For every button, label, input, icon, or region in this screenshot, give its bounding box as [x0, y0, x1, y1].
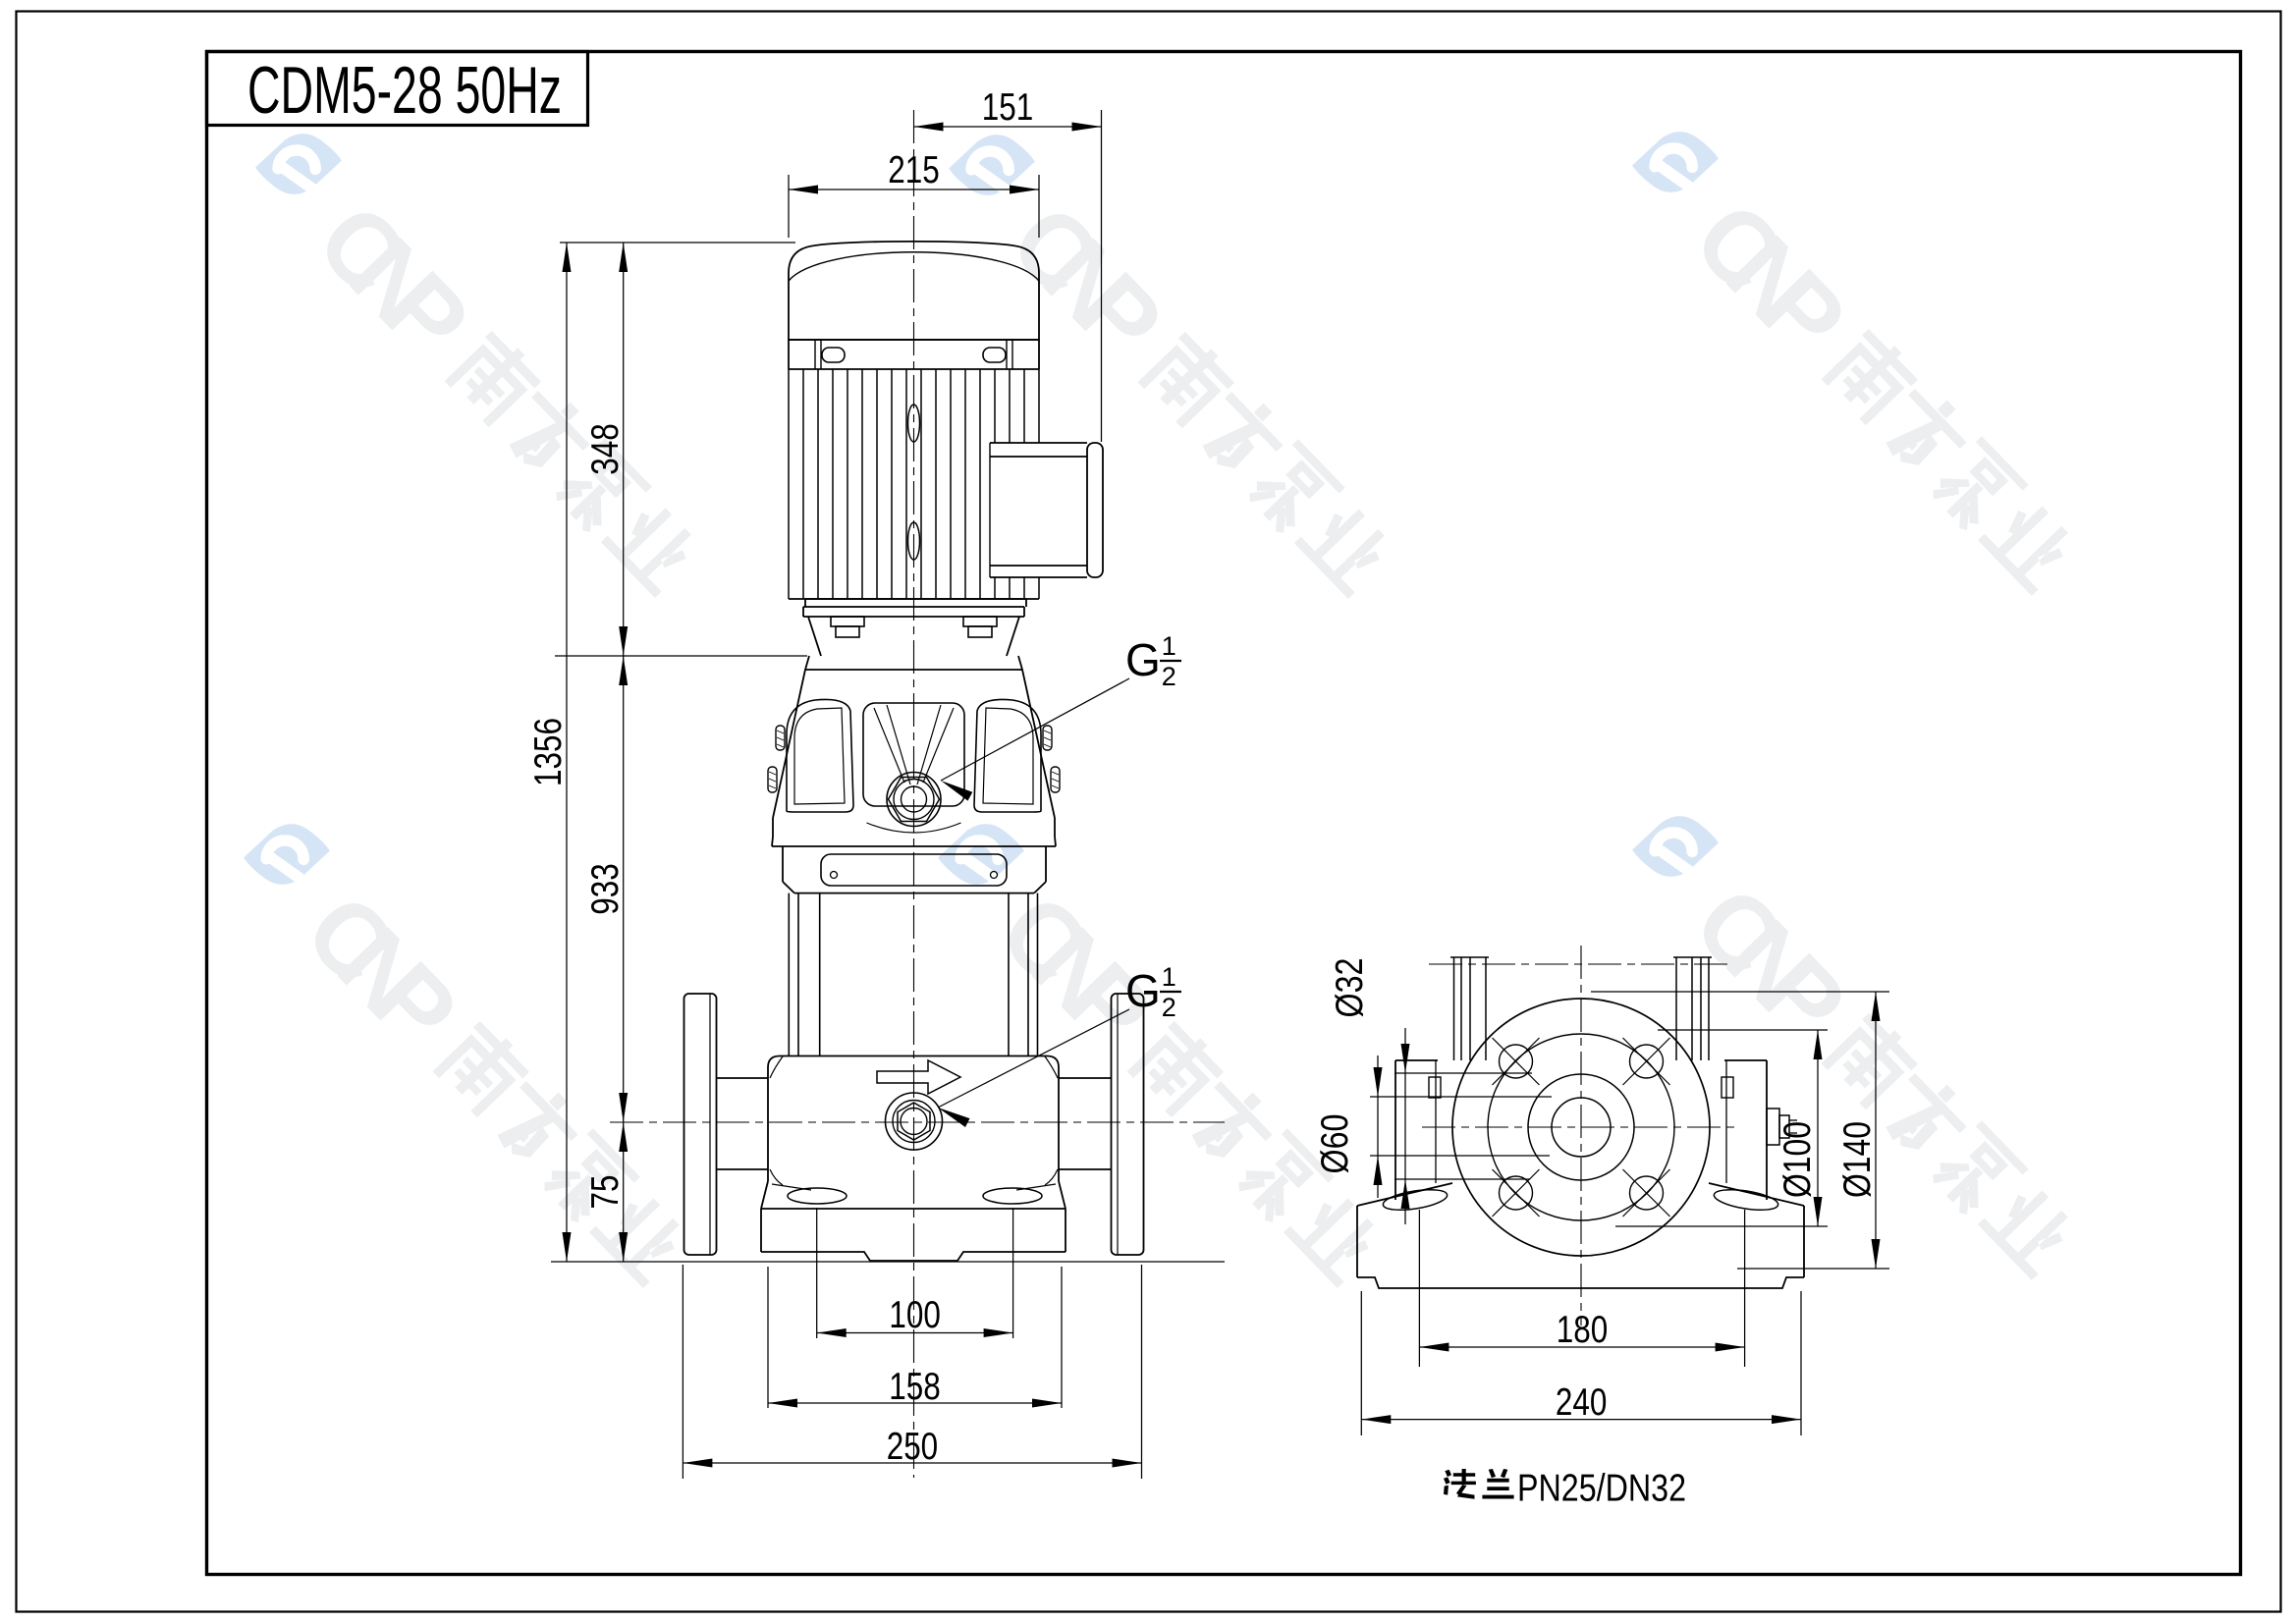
- svg-text:100: 100: [889, 1294, 941, 1336]
- svg-text:1356: 1356: [527, 718, 570, 786]
- svg-text:Ø140: Ø140: [1836, 1121, 1879, 1198]
- svg-text:250: 250: [887, 1426, 939, 1468]
- svg-text:Ø100: Ø100: [1777, 1121, 1819, 1198]
- svg-text:PN25/DN32: PN25/DN32: [1517, 1468, 1686, 1510]
- svg-text:1: 1: [1162, 962, 1180, 992]
- svg-text:151: 151: [982, 86, 1034, 129]
- svg-text:180: 180: [1557, 1309, 1609, 1351]
- svg-text:1: 1: [1162, 631, 1180, 661]
- svg-text:G: G: [1125, 965, 1164, 1016]
- svg-text:G: G: [1125, 634, 1164, 685]
- svg-text:75: 75: [584, 1175, 627, 1210]
- svg-text:2: 2: [1162, 662, 1180, 691]
- svg-text:Ø60: Ø60: [1314, 1114, 1356, 1174]
- svg-text:348: 348: [584, 423, 627, 475]
- svg-text:2: 2: [1162, 993, 1180, 1022]
- svg-text:933: 933: [584, 863, 627, 915]
- svg-text:240: 240: [1556, 1381, 1608, 1424]
- svg-text:215: 215: [888, 149, 940, 191]
- svg-text:CDM5-28 50Hz: CDM5-28 50Hz: [247, 53, 562, 128]
- svg-text:Ø32: Ø32: [1329, 958, 1371, 1018]
- svg-text:158: 158: [889, 1366, 941, 1408]
